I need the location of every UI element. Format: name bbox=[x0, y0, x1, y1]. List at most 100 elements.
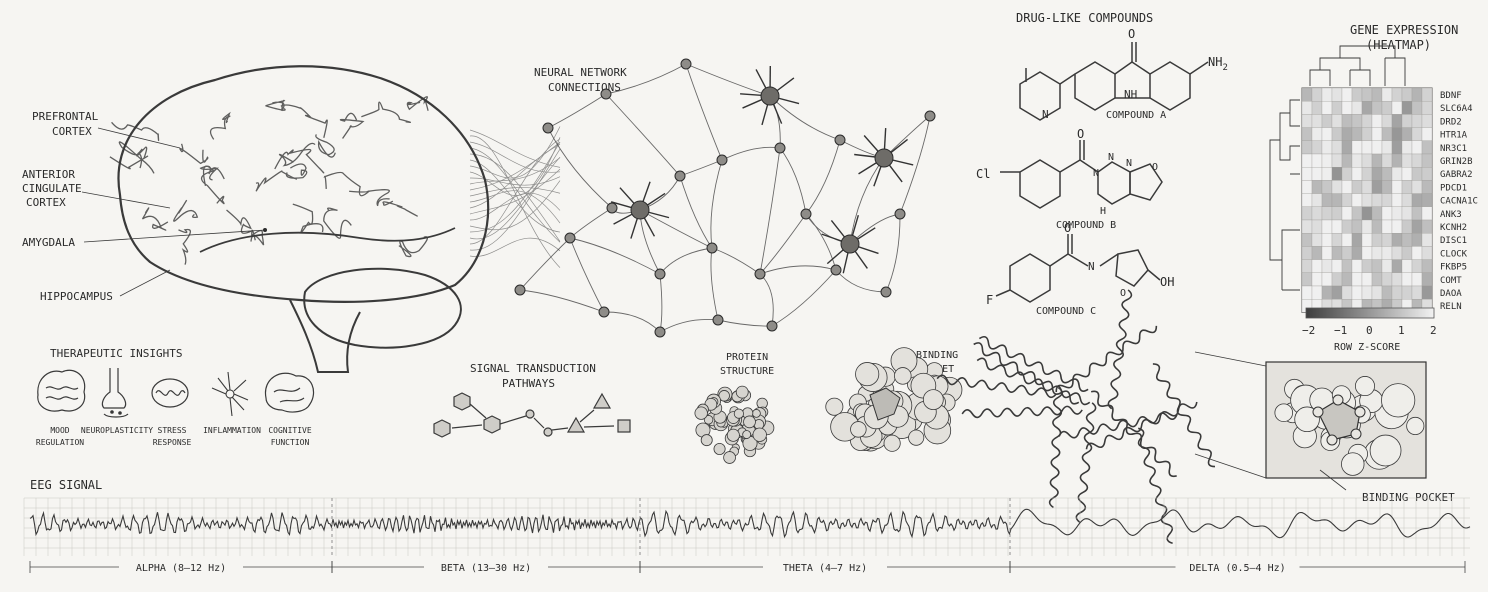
protein-atom bbox=[922, 389, 944, 410]
heatmap-cell bbox=[1371, 193, 1383, 207]
heatmap-scale-tick: −2 bbox=[1302, 324, 1315, 337]
heatmap-color-scale bbox=[1305, 307, 1435, 319]
heatmap-cell bbox=[1361, 193, 1373, 207]
heatmap-cell bbox=[1401, 140, 1413, 155]
heatmap-cell bbox=[1351, 219, 1363, 234]
heatmap-cell bbox=[1371, 180, 1383, 194]
heatmap-cell bbox=[1341, 180, 1353, 194]
network-node bbox=[680, 58, 692, 70]
eeg-signal: EEG SIGNAL ALPHA (8–12 Hz)BETA (13–30 Hz… bbox=[23, 478, 1471, 574]
heatmap-cell bbox=[1321, 153, 1333, 168]
heatmap-cell bbox=[1401, 193, 1413, 207]
brain-gyrus bbox=[285, 163, 308, 179]
heatmap-cell bbox=[1321, 246, 1333, 260]
label-prefrontal-2: CORTEX bbox=[52, 125, 92, 138]
heatmap-cell bbox=[1321, 272, 1333, 287]
heatmap-gene-label: SLC6A4 bbox=[1440, 104, 1473, 114]
label-anterior-3: CORTEX bbox=[26, 196, 66, 209]
heatmap-cell bbox=[1381, 180, 1393, 194]
network-connection bbox=[710, 159, 723, 249]
heatmap-cell bbox=[1331, 127, 1343, 141]
heatmap-cell bbox=[1381, 233, 1393, 247]
heatmap-scale-tick: −1 bbox=[1334, 324, 1347, 337]
protein-structure-label-2: STRUCTURE bbox=[720, 366, 774, 377]
heatmap-gene-label: DRD2 bbox=[1440, 117, 1462, 127]
compound-a-label: COMPOUND A bbox=[1106, 110, 1166, 121]
heatmap-cell bbox=[1421, 206, 1433, 221]
brain-gyrus bbox=[382, 200, 418, 217]
heatmap-cell bbox=[1401, 219, 1413, 234]
heatmap-cell bbox=[1421, 219, 1433, 234]
binding-pocket-zoom-drawing bbox=[1274, 376, 1425, 476]
heatmap-cell bbox=[1351, 206, 1363, 221]
brain-gyrus bbox=[111, 121, 160, 142]
heatmap-cell bbox=[1321, 219, 1333, 234]
heatmap-cell bbox=[1321, 233, 1333, 247]
heatmap-cell bbox=[1391, 246, 1403, 260]
brain-gyrus bbox=[323, 207, 352, 239]
heatmap-cell bbox=[1391, 206, 1403, 221]
network-node bbox=[712, 314, 724, 326]
heatmap-cell bbox=[1311, 114, 1323, 128]
heatmap-cell bbox=[1381, 153, 1393, 168]
heatmap-cell bbox=[1341, 219, 1353, 234]
protein-helix bbox=[973, 342, 1080, 405]
neural-fiber bbox=[469, 138, 561, 245]
heatmap-cell bbox=[1411, 246, 1423, 260]
heatmap-cell bbox=[1301, 246, 1313, 260]
heatmap-cell bbox=[1341, 101, 1353, 115]
heatmap-cell bbox=[1311, 219, 1323, 234]
heatmap-cell bbox=[1401, 285, 1413, 300]
heatmap-cell bbox=[1421, 101, 1433, 115]
heatmap-cell bbox=[1361, 114, 1373, 128]
heatmap-cell bbox=[1391, 285, 1403, 300]
compound-a-n: N bbox=[1042, 108, 1049, 121]
network-connection bbox=[717, 319, 773, 327]
neuron-soma bbox=[760, 86, 780, 106]
heatmap-cell bbox=[1421, 180, 1433, 194]
network-connection bbox=[659, 247, 713, 275]
heatmap-cell bbox=[1421, 193, 1433, 207]
protein-helix bbox=[1107, 289, 1133, 410]
protein-helix bbox=[1090, 390, 1177, 478]
protein-atom bbox=[723, 451, 736, 464]
heatmap-cell bbox=[1381, 127, 1393, 141]
heatmap-cell bbox=[1421, 87, 1433, 102]
leader-prefrontal bbox=[97, 127, 181, 149]
network-connection bbox=[805, 213, 837, 271]
heatmap-cell bbox=[1361, 87, 1373, 102]
network-connection bbox=[603, 311, 661, 333]
protein-structure-label-1: PROTEIN bbox=[726, 352, 768, 363]
heatmap-cell bbox=[1301, 285, 1313, 300]
network-title-1: NEURAL NETWORK bbox=[534, 66, 627, 79]
heatmap-cell bbox=[1341, 127, 1353, 141]
heatmap-cell bbox=[1311, 87, 1323, 102]
network-node bbox=[766, 320, 778, 332]
heatmap-cell bbox=[1331, 87, 1343, 102]
heatmap-cell bbox=[1331, 140, 1343, 155]
network-connection bbox=[759, 147, 781, 275]
heatmap-cell bbox=[1311, 259, 1323, 273]
heatmap-cell bbox=[1381, 246, 1393, 260]
heatmap-cell bbox=[1391, 167, 1403, 181]
heatmap-cell bbox=[1401, 180, 1413, 194]
heatmap-cell bbox=[1371, 87, 1383, 102]
heatmap-cell bbox=[1331, 219, 1343, 234]
heatmap-cell bbox=[1421, 127, 1433, 141]
cerebellum bbox=[303, 267, 462, 349]
heatmap-cell bbox=[1311, 272, 1323, 287]
heatmap-cell bbox=[1401, 153, 1413, 168]
brain-gyrus bbox=[199, 165, 225, 181]
heatmap-cell bbox=[1391, 193, 1403, 207]
heatmap-cell bbox=[1411, 259, 1423, 273]
protein-helix bbox=[936, 374, 1057, 399]
network-connection bbox=[605, 63, 687, 95]
binding-pocket-leader bbox=[1319, 469, 1347, 491]
heatmap-cell bbox=[1371, 127, 1383, 141]
heatmap-cell bbox=[1351, 127, 1363, 141]
heatmap-cell bbox=[1391, 219, 1403, 234]
eeg-waveform bbox=[29, 508, 1471, 539]
heatmap-scale-tick: 1 bbox=[1398, 324, 1405, 337]
heatmap-cell bbox=[1371, 167, 1383, 181]
